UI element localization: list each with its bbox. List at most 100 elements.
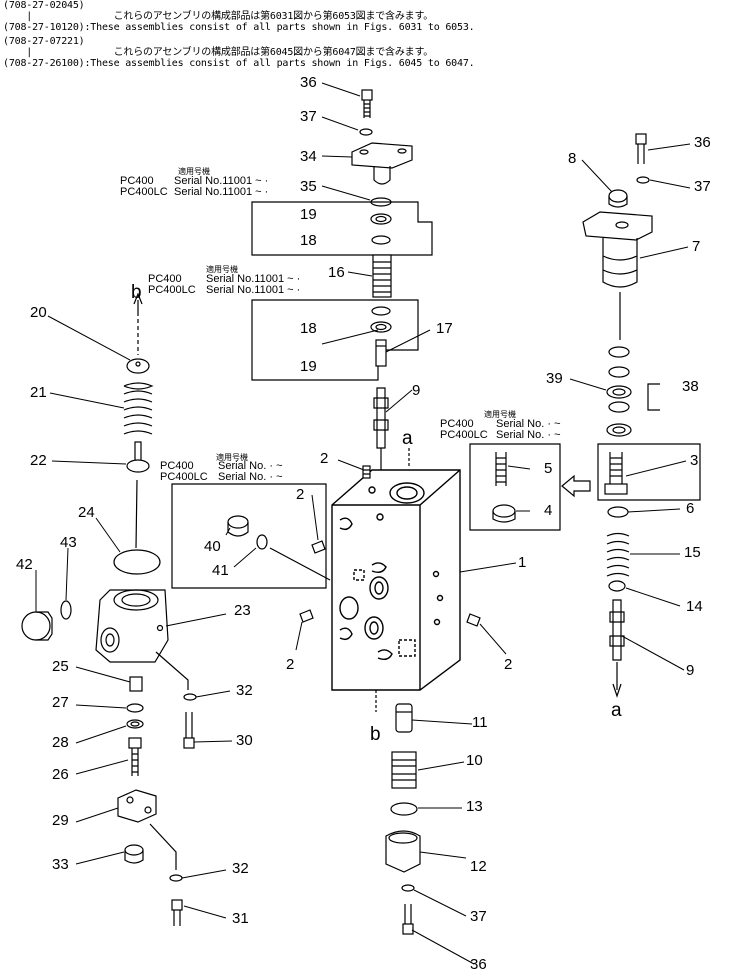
callout-9-center: 9 [412,382,421,399]
flow-letter-a-right: a [611,700,622,721]
callout-23: 23 [234,602,251,619]
header-line-5: | これらのアセンブリの構成部品は第6045図から第6047図まで含みます。 [3,47,434,58]
arrow-left [561,474,591,498]
callout-41: 41 [212,562,229,579]
part-9-spool-right [609,599,625,661]
part-24-oring [113,549,161,575]
callout-25: 25 [52,658,69,675]
part-10-sleeve [391,751,417,789]
note-1-serial-1: Serial No.11001 ~ · [174,175,269,187]
callout-37-bottom: 37 [470,908,487,925]
callout-27: 27 [52,694,69,711]
callout-36-top: 36 [300,74,317,91]
callout-2-lower-left: 2 [286,656,295,673]
note-box-3 [171,483,327,589]
note-2-model-1: PC400 [148,273,182,285]
callout-21: 21 [30,384,47,401]
flow-letter-b-top: b [131,282,142,303]
header-line-1: (708-27-02045) [3,0,85,11]
callout-32-b: 32 [232,860,249,877]
part-1-valve-body [331,469,461,691]
callout-30: 30 [236,732,253,749]
note-box-4 [469,443,561,531]
axis-left-mid [135,479,138,549]
note-4-model-1: PC400 [440,418,474,430]
callout-40: 40 [204,538,221,555]
part-23-valve-housing [95,589,169,663]
part-28-washer [126,719,144,729]
part-40-plug [227,515,249,537]
part-36-bolt-bottom [402,904,414,935]
callout-34: 34 [300,148,317,165]
callout-14: 14 [686,598,703,615]
note-2-model-2: PC400LC [148,284,196,296]
part-34-flange [351,142,413,185]
part-17-pin [375,339,387,367]
callout-4: 4 [544,502,553,519]
part-36-bolt-top [361,89,373,118]
note-1-serial-2: Serial No.11001 ~ · [174,186,269,198]
callout-19-b: 19 [300,358,317,375]
callout-15: 15 [684,544,701,561]
callout-8: 8 [568,150,577,167]
callout-2-right: 2 [504,656,513,673]
callout-18-b: 18 [300,320,317,337]
part-31-bolt [171,899,183,926]
callout-12: 12 [470,858,487,875]
part-30-bolt [183,712,195,749]
callout-33: 33 [52,856,69,873]
note-box-5 [597,443,701,501]
part-13-oring [390,802,418,816]
header-line-3: (708-27-10120):These assemblies consist … [3,22,475,33]
arrow-b-top [133,292,143,312]
callout-39: 39 [546,370,563,387]
part-37-washer-top [359,128,373,136]
callout-20: 20 [30,304,47,321]
callout-26: 26 [52,766,69,783]
part-37-washer-bottom [401,884,415,892]
callout-29: 29 [52,812,69,829]
callout-18-a: 18 [300,232,317,249]
flow-letter-a-body: a [402,428,413,449]
callout-13: 13 [466,798,483,815]
part-21-spring [123,382,154,435]
axis-right-bottom [612,662,622,698]
callout-6: 6 [686,500,695,517]
header-line-6: (708-27-26100):These assemblies consist … [3,58,475,69]
note-2-serial-2: Serial No.11001 ~ · [206,284,301,296]
note-2-serial-1: Serial No.11001 ~ · [206,273,301,285]
callout-22: 22 [30,452,47,469]
callout-24: 24 [78,504,95,521]
part-43-oring [60,600,72,620]
part-29-flange [117,789,157,823]
note-4-tag: 適用号機 [484,410,516,419]
axis-left-bottom [149,823,177,870]
note-1-model-1: PC400 [120,175,154,187]
callout-35: 35 [300,178,317,195]
callout-36-bottom: 36 [470,956,487,973]
part-18-oring-b [371,306,391,316]
part-6-oring [607,506,629,518]
part-16-valve [372,254,392,298]
part-33-spacer [124,844,144,864]
callout-9-right: 9 [686,662,695,679]
part-37-washer-right [636,176,650,184]
callout-31: 31 [232,910,249,927]
part-19-backup-ring-b [370,321,392,333]
part-18-oring-a [371,235,391,245]
callout-16: 16 [328,264,345,281]
note-box-1 [251,201,433,256]
part-2-plug-top [362,465,371,479]
note-4-serial-1: Serial No. · ~ [496,418,561,430]
part-27-oring [126,703,144,713]
part-2-plug-left [311,540,326,554]
part-5-spring [495,452,507,486]
part-2-plug-right [466,613,481,627]
callout-36-right: 36 [694,134,711,151]
part-42-plug [21,611,53,641]
callout-28: 28 [52,734,69,751]
callout-7: 7 [692,238,701,255]
callout-11: 11 [472,714,488,731]
note-3-serial-1: Serial No. · ~ [218,460,283,472]
